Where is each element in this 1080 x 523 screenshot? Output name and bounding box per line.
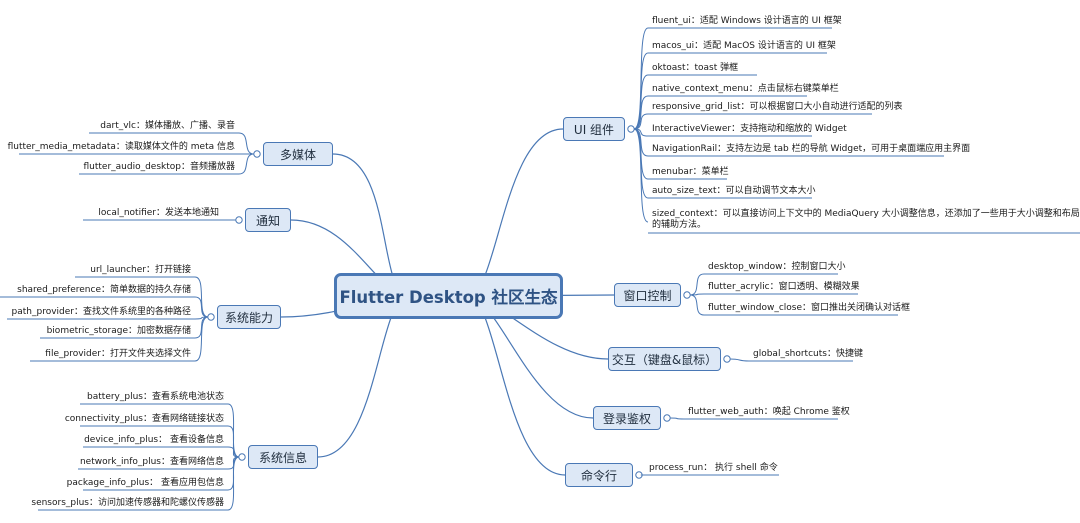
child-link-line bbox=[227, 425, 240, 458]
child-link-line bbox=[689, 294, 705, 316]
leaf-item[interactable]: flutter_web_auth：唤起 Chrome 鉴权 bbox=[688, 407, 850, 417]
child-link-line bbox=[194, 296, 209, 318]
branch-node-notify[interactable]: 通知 bbox=[245, 208, 291, 232]
leaf-item[interactable]: process_run： 执行 shell 命令 bbox=[649, 463, 778, 473]
leaf-item[interactable]: path_provider：查找文件系统里的各种路径 bbox=[11, 307, 191, 317]
expand-toggle-icon[interactable] bbox=[253, 150, 261, 158]
expand-toggle-icon[interactable] bbox=[627, 125, 635, 133]
leaf-item[interactable]: NavigationRail：支持左边是 tab 栏的导航 Widget，可用于… bbox=[652, 144, 971, 154]
root-node[interactable]: Flutter Desktop 社区生态 bbox=[334, 273, 563, 319]
leaf-item[interactable]: InteractiveViewer：支持拖动和缩放的 Widget bbox=[652, 124, 847, 134]
child-link-line bbox=[633, 74, 649, 130]
child-link-line bbox=[729, 358, 750, 362]
leaf-item[interactable]: sized_context：可以直接访问上下文中的 MediaQuery 大小调… bbox=[652, 209, 1080, 230]
leaf-item[interactable]: connectivity_plus：查看网络链接状态 bbox=[64, 414, 224, 424]
leaf-item[interactable]: flutter_window_close：窗口推出关闭确认对话框 bbox=[708, 303, 910, 313]
leaf-item[interactable]: local_notifier：发送本地通知 bbox=[98, 208, 219, 218]
child-link-line bbox=[633, 113, 649, 130]
root-branch-line bbox=[467, 295, 566, 476]
child-link-line bbox=[227, 446, 240, 458]
expand-toggle-icon[interactable] bbox=[683, 291, 691, 299]
leaf-item[interactable]: package_info_plus： 查看应用包信息 bbox=[66, 478, 224, 488]
root-branch-line bbox=[467, 128, 564, 297]
leaf-item[interactable]: oktoast：toast 弹框 bbox=[652, 63, 739, 73]
leaf-item[interactable]: flutter_audio_desktop：音频播放器 bbox=[83, 162, 235, 172]
leaf-item[interactable]: native_context_menu：点击鼠标右键菜单栏 bbox=[652, 84, 839, 94]
expand-toggle-icon[interactable] bbox=[238, 453, 246, 461]
child-link-line bbox=[227, 456, 240, 511]
child-link-line bbox=[689, 273, 705, 296]
leaf-item[interactable]: biometric_storage：加密数据存储 bbox=[46, 326, 191, 336]
expand-toggle-icon[interactable] bbox=[723, 355, 731, 363]
leaf-item[interactable]: macos_ui：适配 MacOS 设计语言的 UI 框架 bbox=[652, 41, 836, 51]
leaf-item[interactable]: global_shortcuts：快捷键 bbox=[753, 349, 863, 359]
branch-node-sysinfo[interactable]: 系统信息 bbox=[248, 445, 318, 469]
leaf-item[interactable]: device_info_plus： 查看设备信息 bbox=[84, 435, 224, 445]
child-link-line bbox=[194, 276, 209, 318]
child-link-line bbox=[633, 128, 649, 223]
expand-toggle-icon[interactable] bbox=[663, 414, 671, 422]
leaf-item[interactable]: sensors_plus：访问加速传感器和陀螺仪传感器 bbox=[31, 498, 224, 508]
child-link-line bbox=[238, 132, 255, 155]
leaf-item[interactable]: responsive_grid_list：可以根据窗口大小自动进行适配的列表 bbox=[652, 102, 903, 112]
branch-node-media[interactable]: 多媒体 bbox=[263, 142, 333, 166]
leaf-item[interactable]: shared_preference：简单数据的持久存储 bbox=[17, 285, 191, 295]
leaf-item[interactable]: desktop_window：控制窗口大小 bbox=[708, 262, 846, 272]
leaf-item[interactable]: auto_size_text：可以自动调节文本大小 bbox=[652, 186, 816, 196]
leaf-item[interactable]: menubar：菜单栏 bbox=[652, 167, 729, 177]
leaf-item[interactable]: file_provider：打开文件夹选择文件 bbox=[45, 349, 191, 359]
leaf-item[interactable]: flutter_acrylic：窗口透明、模糊效果 bbox=[708, 282, 860, 292]
expand-toggle-icon[interactable] bbox=[207, 313, 215, 321]
branch-node-system[interactable]: 系统能力 bbox=[217, 305, 281, 329]
leaf-item[interactable]: fluent_ui：适配 Windows 设计语言的 UI 框架 bbox=[652, 16, 842, 26]
branch-node-ui[interactable]: UI 组件 bbox=[563, 117, 625, 141]
leaf-item[interactable]: flutter_media_metadata：读取媒体文件的 meta 信息 bbox=[7, 142, 235, 152]
expand-toggle-icon[interactable] bbox=[235, 216, 243, 224]
child-link-line bbox=[669, 417, 685, 420]
child-link-line bbox=[633, 95, 649, 130]
branch-node-login[interactable]: 登录鉴权 bbox=[593, 406, 661, 430]
branch-node-cli[interactable]: 命令行 bbox=[565, 463, 633, 487]
branch-node-interaction[interactable]: 交互（键盘&鼠标） bbox=[608, 347, 721, 371]
child-link-line bbox=[194, 316, 209, 362]
root-branch-line bbox=[317, 295, 409, 458]
leaf-item[interactable]: battery_plus：查看系统电池状态 bbox=[87, 392, 224, 402]
leaf-item[interactable]: network_info_plus：查看网络信息 bbox=[79, 457, 224, 467]
leaf-item[interactable]: dart_vlc：媒体播放、广播、录音 bbox=[100, 121, 235, 131]
leaf-item[interactable]: url_launcher：打开链接 bbox=[90, 265, 191, 275]
branch-node-window[interactable]: 窗口控制 bbox=[614, 283, 681, 307]
child-link-line bbox=[238, 153, 255, 175]
child-link-line bbox=[633, 52, 649, 130]
